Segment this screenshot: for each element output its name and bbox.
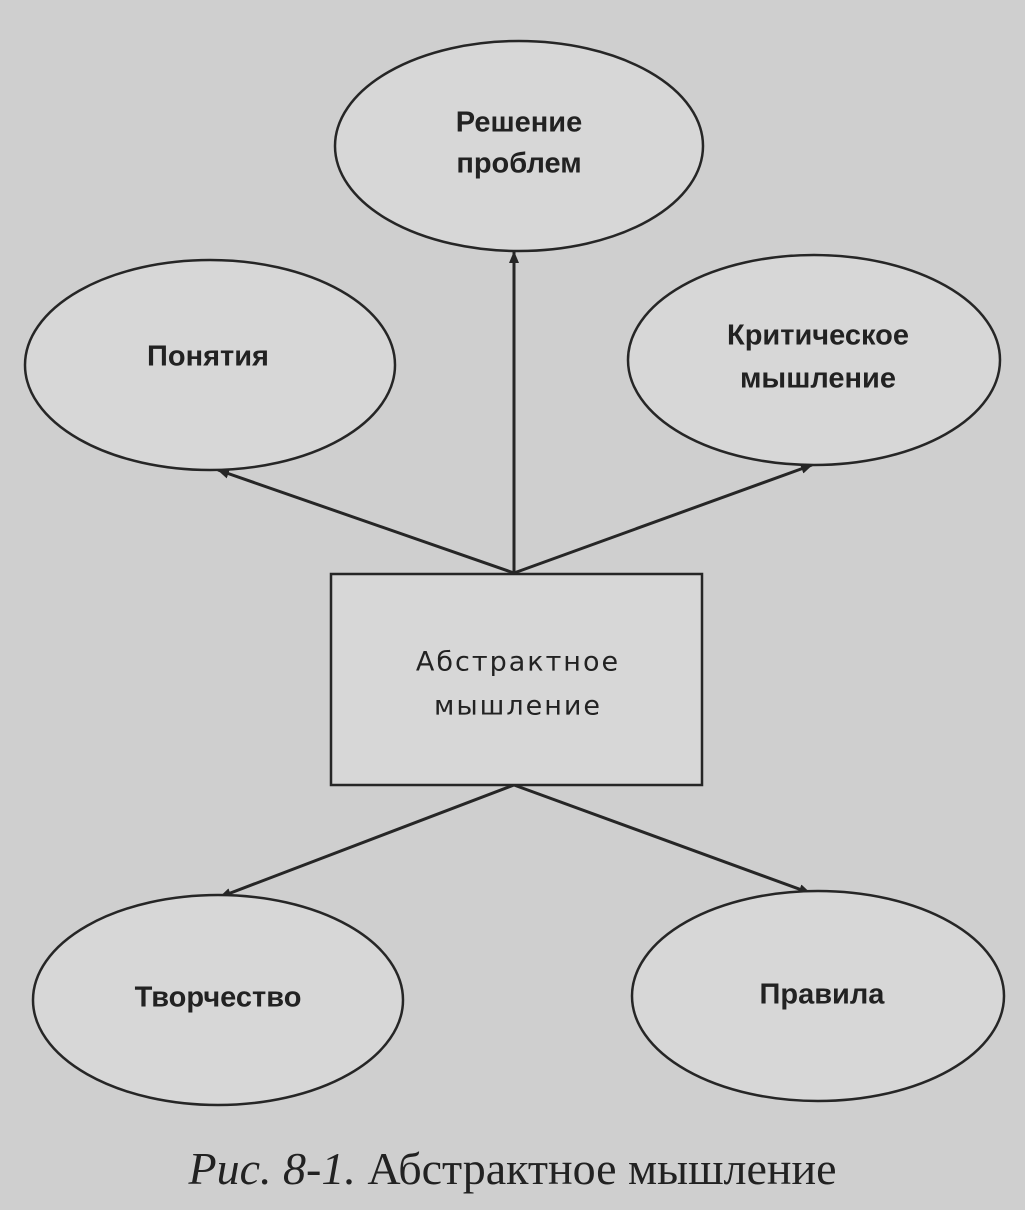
node-problem-solving-line-2: проблем (456, 148, 581, 180)
edge-to-rules (513, 783, 811, 895)
figure-title: Абстрактное мышление (367, 1143, 837, 1194)
edge-to-concepts (217, 468, 515, 575)
edge-to-critical-thinking (513, 463, 813, 575)
node-rules: Правила (630, 889, 1006, 1103)
node-concepts: Понятия (23, 258, 397, 472)
center-node-line-2: мышление (434, 691, 602, 722)
node-critical-thinking-line-2: мышление (740, 363, 896, 395)
edge-to-creativity (219, 783, 515, 899)
edges (217, 251, 813, 899)
figure-number: Рис. 8-1. (188, 1143, 356, 1194)
node-creativity: Творчество (31, 893, 405, 1107)
node-concepts-line-1: Понятия (147, 341, 269, 373)
node-rules-line-1: Правила (760, 979, 886, 1011)
center-node-line-1: Абстрактное (416, 647, 620, 678)
figure-caption: Рис. 8-1. Абстрактное мышление (0, 1142, 1025, 1195)
node-problem-solving-line-1: Решение (456, 107, 583, 139)
node-creativity-line-1: Творчество (135, 982, 302, 1014)
diagram-canvas: Абстрактное мышление Решение проблем Пон… (23, 39, 1006, 1107)
node-critical-thinking: Критическое мышление (626, 253, 1002, 467)
node-problem-solving: Решение проблем (333, 39, 705, 253)
center-node: Абстрактное мышление (329, 572, 704, 787)
node-critical-thinking-line-1: Критическое (727, 320, 909, 352)
